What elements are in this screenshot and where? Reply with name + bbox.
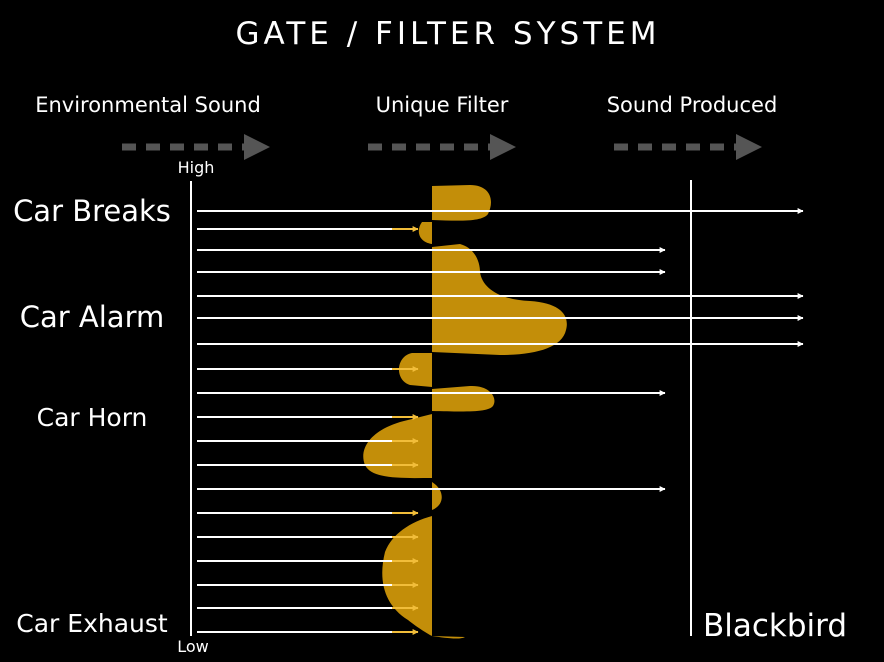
source-label-car-exhaust: Car Exhaust	[16, 609, 168, 638]
source-label-car-horn: Car Horn	[37, 403, 148, 432]
stage-label-sound-produced: Sound Produced	[607, 93, 778, 117]
signal-arrows	[197, 208, 804, 635]
output-label-blackbird: Blackbird	[703, 608, 847, 644]
stage-arrow-3	[614, 134, 762, 160]
stage-label-unique-filter: Unique Filter	[376, 93, 509, 117]
stage-arrow-2	[368, 134, 516, 160]
source-label-car-alarm: Car Alarm	[20, 300, 165, 334]
stage-label-environmental-sound: Environmental Sound	[35, 93, 261, 117]
unique-filter-shape	[363, 185, 567, 639]
diagram-title: GATE / FILTER SYSTEM	[236, 16, 661, 52]
axis-low-label: Low	[177, 637, 209, 656]
stage-arrow-1	[122, 134, 270, 160]
axis-high-label: High	[178, 158, 215, 177]
source-label-car-breaks: Car Breaks	[13, 194, 171, 228]
